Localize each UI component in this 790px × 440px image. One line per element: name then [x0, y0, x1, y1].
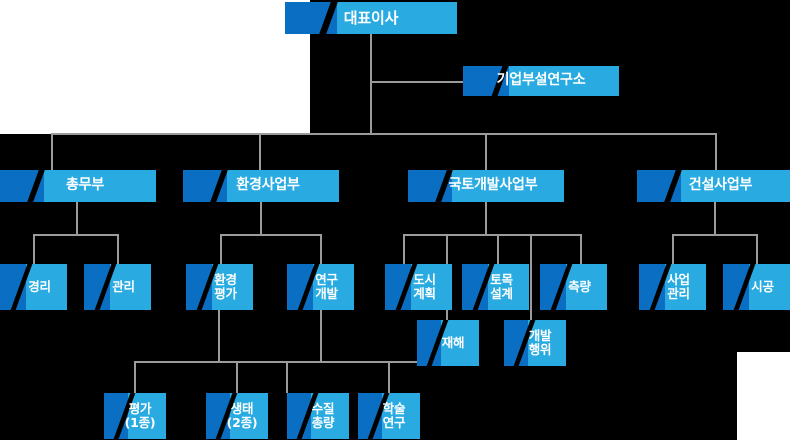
node-label: 건설사업부: [688, 177, 753, 194]
connector-rnd-stem: [320, 310, 322, 362]
node-construction-work[interactable]: 시공: [723, 264, 790, 310]
connector-environment-drop-rnd: [320, 234, 322, 264]
node-label: 연구 개발: [315, 272, 338, 301]
node-academic-research[interactable]: 학술 연구: [358, 393, 420, 439]
connector-envassess-drop-grade2: [236, 361, 238, 393]
node-label: 시공: [751, 279, 774, 294]
connector-general-bus: [33, 234, 119, 236]
node-business-mgmt[interactable]: 사업 관리: [639, 264, 706, 310]
node-accounting[interactable]: 경리: [0, 264, 67, 310]
node-label: 총무부: [65, 177, 105, 194]
connector-environment-drop-assessment: [220, 234, 222, 264]
node-research-institute[interactable]: 기업부설연구소: [463, 66, 619, 96]
node-ceo[interactable]: 대표이사: [285, 2, 457, 34]
connector-dept-drop-environment: [259, 133, 261, 170]
node-research-dev[interactable]: 연구 개발: [287, 264, 354, 310]
connector-land-drop-civil: [497, 234, 499, 264]
connector-dept-drop-land: [485, 133, 487, 170]
connector-ceo-stem: [370, 33, 372, 134]
node-city-planning[interactable]: 도시 계획: [385, 264, 452, 310]
node-dept-environment[interactable]: 환경사업부: [183, 170, 339, 202]
node-surveying[interactable]: 측량: [540, 264, 607, 310]
node-label: 생태 (2종): [226, 401, 258, 430]
connector-land-drop-city: [403, 234, 405, 264]
node-disaster[interactable]: 재해: [417, 320, 479, 366]
node-label: 개발 행위: [528, 328, 552, 357]
connector-rnd-drop-water: [286, 361, 288, 393]
connector-envassess-drop-grade1: [134, 361, 136, 393]
connector-envassess-stem: [218, 310, 220, 362]
node-label: 관리: [112, 279, 135, 294]
connector-environment-bus: [220, 234, 322, 236]
connector-land-stem: [485, 202, 487, 235]
connector-rnd-drop-academic: [388, 361, 390, 393]
node-dept-construction[interactable]: 건설사업부: [637, 170, 790, 202]
node-management[interactable]: 관리: [84, 264, 151, 310]
node-label: 토목 설계: [490, 272, 513, 301]
backdrop-patch-right: [737, 352, 790, 440]
node-label: 경리: [28, 279, 51, 294]
node-label: 도시 계획: [413, 272, 436, 301]
connector-land-bus: [403, 234, 581, 236]
node-label: 학술 연구: [382, 401, 406, 430]
connector-construction-drop-work: [756, 234, 758, 264]
node-env-assessment[interactable]: 환경 평가: [186, 264, 253, 310]
node-label: 평가 (1종): [124, 401, 156, 430]
connector-envassess-bus: [134, 361, 304, 363]
node-label: 환경사업부: [236, 177, 300, 194]
node-dept-land-development[interactable]: 국토개발사업부: [408, 170, 564, 202]
node-label: 대표이사: [343, 8, 399, 27]
connector-dept-drop-general: [51, 133, 53, 170]
node-label: 환경 평가: [214, 272, 237, 301]
connector-land-drop-survey: [580, 234, 582, 264]
node-label: 재해: [441, 335, 465, 350]
connector-general-drop-management: [117, 234, 119, 264]
node-label: 기업부설연구소: [496, 72, 586, 89]
connector-construction-drop-mgmt: [672, 234, 674, 264]
connector-general-stem: [76, 202, 78, 235]
connector-dept-drop-construction: [715, 133, 717, 170]
connector-ceo-to-research: [370, 81, 464, 83]
connector-rnd-bus: [286, 361, 456, 363]
node-civil-design[interactable]: 토목 설계: [462, 264, 529, 310]
node-development-act[interactable]: 개발 행위: [504, 320, 566, 366]
connector-construction-stem: [714, 202, 716, 235]
node-ecology-grade2[interactable]: 생태 (2종): [206, 393, 268, 439]
node-label: 측량: [568, 279, 591, 294]
connector-dept-bus: [51, 133, 717, 135]
connector-construction-bus: [672, 234, 758, 236]
node-water-quality-total[interactable]: 수질 총량: [287, 393, 349, 439]
node-label: 수질 총량: [311, 401, 335, 430]
node-label: 사업 관리: [667, 272, 690, 301]
node-label: 국토개발사업부: [448, 177, 538, 194]
node-assessment-grade1[interactable]: 평가 (1종): [104, 393, 166, 439]
connector-land-drop-devact: [530, 234, 532, 320]
connector-general-drop-accounting: [33, 234, 35, 264]
backdrop-patch-left: [0, 0, 310, 134]
connector-environment-stem: [260, 202, 262, 235]
node-dept-general-affairs[interactable]: 총무부: [0, 170, 156, 202]
